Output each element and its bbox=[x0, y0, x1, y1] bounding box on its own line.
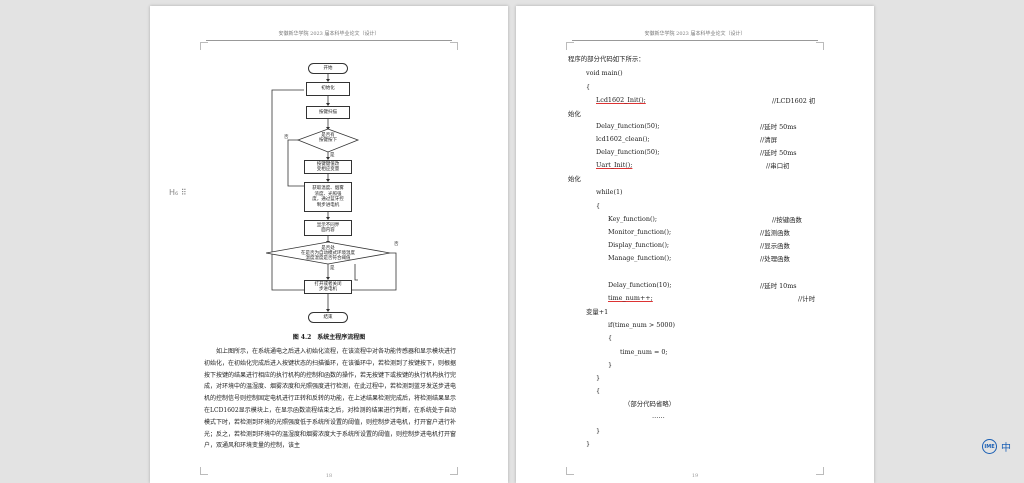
page-number: 18 bbox=[325, 473, 333, 479]
code-line: Lcd1602_Init(); bbox=[596, 96, 646, 104]
code-line: …… bbox=[652, 412, 665, 420]
header-rule bbox=[206, 40, 452, 41]
code-line: } bbox=[596, 374, 601, 382]
code-comment: //延时 50ms bbox=[760, 123, 797, 131]
document-page-18: 安徽新华学院 2023 届本科毕业论文（设计） bbox=[150, 6, 508, 483]
main-program-flowchart: 开始 初始化 按键扫描 是否有 按键按下 是 否 按键键值改 变相应变量 获取温… bbox=[266, 58, 406, 328]
flow-decision-key: 是否有 按键按下 bbox=[319, 133, 337, 143]
flow-decision-auto: 是否处 在是否为自动模式环境温度 温度湿度是否符合阈值 bbox=[301, 246, 355, 261]
margin-corner-mark bbox=[566, 467, 574, 475]
code-line: lcd1602_clean(); bbox=[596, 135, 650, 143]
code-line: time_num = 0; bbox=[620, 348, 668, 356]
code-line: time_num++; bbox=[608, 294, 653, 302]
code-line: Delay_function(50); bbox=[596, 122, 660, 130]
code-line: { bbox=[596, 387, 601, 395]
margin-corner-mark bbox=[450, 42, 458, 50]
input-language-label: 中 bbox=[1001, 443, 1011, 454]
page-number: 19 bbox=[691, 473, 699, 479]
code-line: Display_function(); bbox=[608, 241, 670, 249]
code-comment: //显示函数 bbox=[760, 242, 790, 250]
flow-no-label: 否 bbox=[394, 242, 399, 247]
code-line: Uart_Init(); bbox=[596, 161, 633, 169]
code-line: void main() bbox=[586, 69, 623, 77]
margin-corner-mark bbox=[816, 42, 824, 50]
header-rule bbox=[572, 40, 818, 41]
flow-key-func: 按键键值改 变相应变量 bbox=[304, 160, 352, 174]
code-comment: //计时 bbox=[798, 295, 816, 303]
margin-corner-mark bbox=[200, 42, 208, 50]
code-comment: //清屏 bbox=[760, 136, 778, 144]
code-comment: //串口初 bbox=[766, 162, 790, 170]
margin-corner-mark bbox=[566, 42, 574, 50]
code-comment: //按键函数 bbox=[772, 216, 802, 224]
code-comment: //延时 10ms bbox=[760, 282, 797, 290]
flow-no-label: 否 bbox=[284, 135, 289, 140]
heading-drag-handle-icon[interactable]: H₆ ⠿ bbox=[169, 188, 187, 197]
code-comment: //处理函数 bbox=[760, 255, 790, 263]
code-line: 变量+1 bbox=[586, 308, 609, 316]
flow-display: 显示不同界 面内容 bbox=[304, 220, 352, 236]
flow-motor: 打开或者关闭 步进电机 bbox=[304, 280, 352, 294]
body-paragraph: 如上图所示，在系统通电之后进入初始化流程，在该流程中对各功能传感器和显示模块进行… bbox=[204, 348, 457, 450]
flow-sensor: 获取温度、烟雾 浓度、光照强 度，通过蓝牙控 制步进电机 bbox=[304, 182, 352, 212]
flowchart-connectors bbox=[266, 73, 397, 312]
page-header: 安徽新华学院 2023 届本科毕业论文（设计） bbox=[278, 31, 380, 37]
code-line: Delay_function(10); bbox=[608, 281, 672, 289]
code-line: 始化 bbox=[568, 175, 581, 183]
code-line: if(time_num > 5000) bbox=[608, 321, 676, 329]
code-line: } bbox=[608, 361, 613, 369]
code-comment: //LCD1602 初 bbox=[772, 97, 816, 105]
code-line: Manage_function(); bbox=[608, 254, 672, 262]
code-line: { bbox=[586, 83, 591, 91]
flow-yes-label: 是 bbox=[330, 266, 335, 271]
flow-start: 开始 bbox=[308, 63, 348, 74]
code-line: Monitor_function(); bbox=[608, 228, 672, 236]
code-line: （部分代码省略） bbox=[624, 400, 676, 408]
code-line: 始化 bbox=[568, 110, 581, 118]
margin-corner-mark bbox=[200, 467, 208, 475]
margin-corner-mark bbox=[450, 467, 458, 475]
code-intro: 程序的部分代码如下所示： bbox=[568, 55, 645, 63]
code-comment: //监测函数 bbox=[760, 229, 790, 237]
code-line: Key_function(); bbox=[608, 215, 658, 223]
code-line: { bbox=[608, 334, 613, 342]
code-line: while(1) bbox=[596, 188, 623, 196]
code-line: } bbox=[586, 440, 591, 448]
flow-yes-label: 是 bbox=[330, 153, 335, 158]
code-line: { bbox=[596, 202, 601, 210]
page-header: 安徽新华学院 2023 届本科毕业论文（设计） bbox=[644, 31, 746, 37]
document-page-19: 安徽新华学院 2023 届本科毕业论文（设计） 程序的部分代码如下所示： voi… bbox=[516, 6, 874, 483]
ime-icon: IME bbox=[982, 439, 997, 454]
flow-key-scan: 按键扫描 bbox=[306, 106, 350, 119]
flow-init: 初始化 bbox=[306, 82, 350, 96]
code-comment: //延时 50ms bbox=[760, 149, 797, 157]
figure-caption: 图 4.2 系统主程序流程图 bbox=[292, 334, 366, 341]
input-language-button[interactable]: IME 中 bbox=[982, 439, 1011, 454]
margin-corner-mark bbox=[816, 467, 824, 475]
code-line: Delay_function(50); bbox=[596, 148, 660, 156]
code-line: } bbox=[596, 427, 601, 435]
flow-end: 结束 bbox=[308, 312, 348, 323]
